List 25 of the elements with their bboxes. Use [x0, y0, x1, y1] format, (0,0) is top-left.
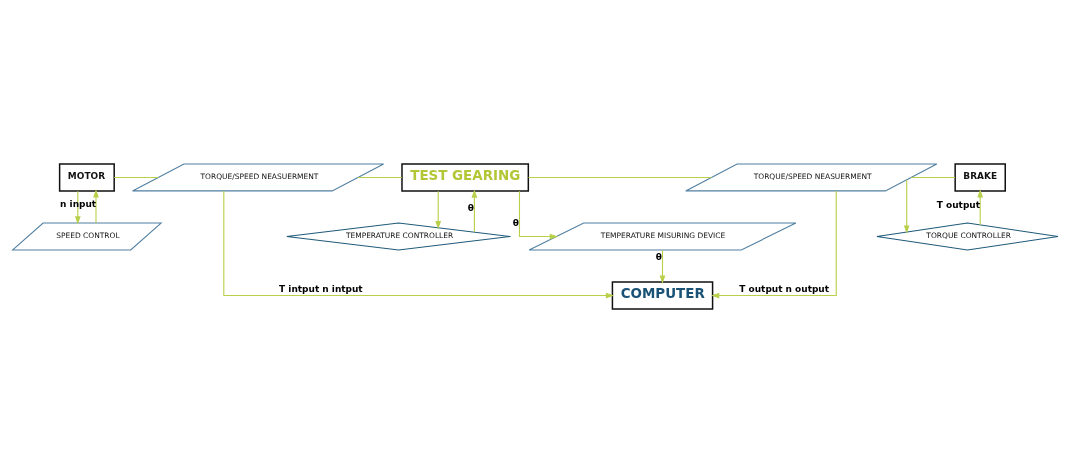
arrow	[659, 249, 666, 284]
edge-label: T output n output	[739, 284, 830, 295]
arrow	[711, 190, 837, 299]
arrow	[435, 190, 442, 230]
arrow	[93, 189, 99, 224]
node-box: COMPUTER	[611, 281, 714, 310]
edge-label: T intput n intput	[279, 284, 363, 295]
edge-label: θ	[467, 203, 474, 214]
arrow	[74, 190, 81, 225]
node-box: BRAKE	[954, 163, 1006, 192]
edge-label: θ	[655, 251, 662, 262]
arrow	[977, 189, 984, 226]
connector	[113, 176, 159, 178]
node-box: TEST GEARING	[401, 163, 530, 192]
arrow	[223, 190, 615, 299]
arrow	[903, 179, 910, 234]
connector	[910, 176, 956, 178]
arrow	[518, 190, 558, 240]
edge-label: θ	[512, 217, 519, 228]
node-box: MOTOR	[58, 163, 115, 192]
connector	[357, 176, 403, 178]
connector	[527, 176, 712, 178]
edge-label: T output	[936, 199, 981, 210]
arrow	[471, 189, 478, 233]
edge-label: n input	[60, 198, 97, 209]
